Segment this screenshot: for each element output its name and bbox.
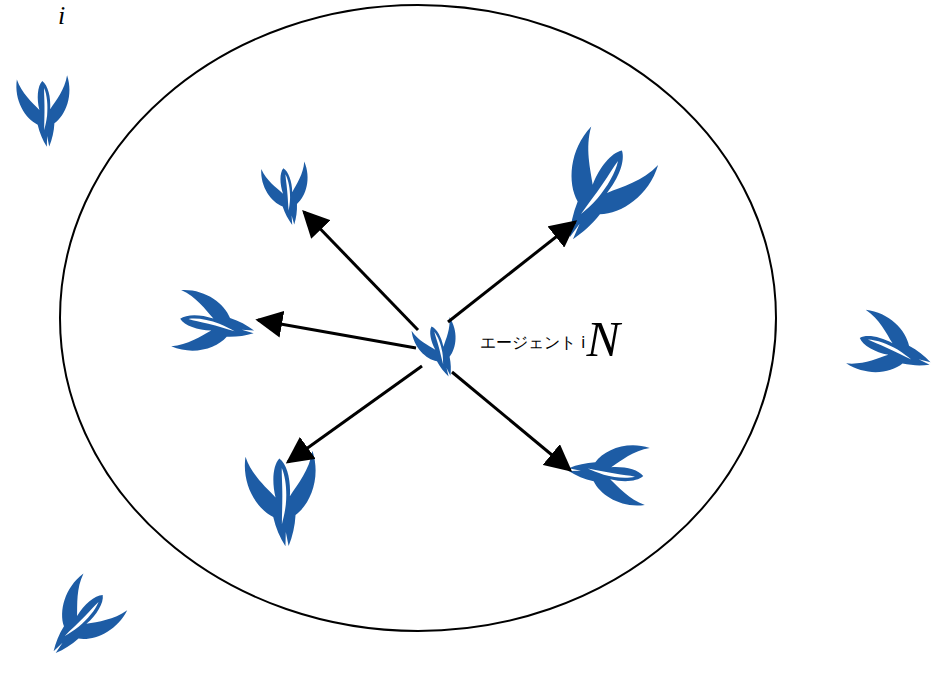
agent-label-text: エージェント i: [480, 335, 586, 351]
bird: [566, 440, 650, 507]
arrow: [304, 212, 418, 330]
bird: [846, 308, 934, 391]
set-subscript: i: [58, 3, 65, 29]
set-symbol: N: [587, 314, 620, 364]
bird: [32, 573, 129, 672]
bird: [16, 75, 75, 149]
bird: [244, 451, 322, 550]
agent-bird: [411, 317, 470, 384]
agent-label: エージェント i: [480, 335, 590, 355]
arrow: [288, 366, 422, 462]
bird: [260, 161, 316, 228]
arrow: [448, 222, 575, 322]
arrow: [452, 372, 570, 470]
bird: [171, 289, 259, 362]
ellipse: [60, 5, 776, 631]
arrow: [258, 320, 416, 348]
ellipse-outline: [58, 3, 778, 633]
neighborhood-region: エージェント iNi: [58, 3, 778, 633]
